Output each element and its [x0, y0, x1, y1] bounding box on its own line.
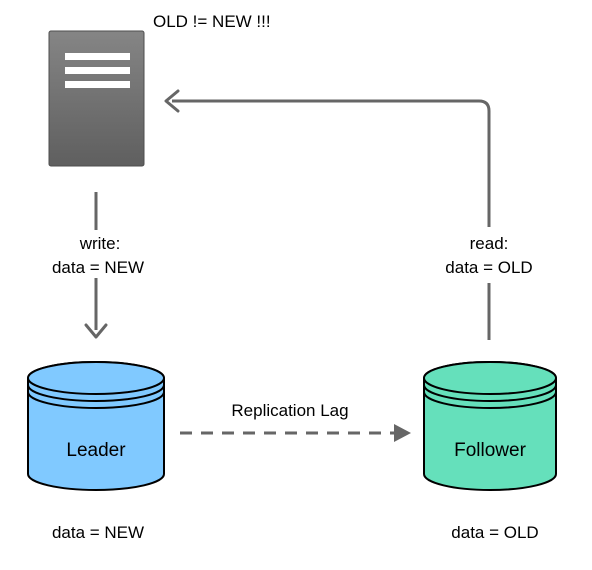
- write-label-line2: data = NEW: [52, 258, 144, 277]
- follower-cylinder-ring-1: [423, 384, 557, 402]
- leader-label: Leader: [66, 440, 126, 461]
- follower-data-text: data = OLD: [451, 523, 538, 542]
- replication-edge: Replication Lag: [180, 401, 411, 442]
- read-label-line2: data = OLD: [445, 258, 532, 277]
- read-arrowhead: [164, 89, 180, 113]
- follower-database: Follower: [423, 361, 557, 491]
- replication-arrowhead: [394, 424, 411, 442]
- read-edge: read: data = OLD: [164, 89, 533, 340]
- write-edge: write: data = NEW: [52, 192, 144, 339]
- client-server-node: [48, 30, 145, 167]
- read-arrow-line: [172, 99, 491, 340]
- follower-cylinder-ring-2: [423, 391, 557, 409]
- read-label-line1: read:: [470, 234, 509, 253]
- leader-cylinder-top: [27, 361, 165, 395]
- leader-data-text: data = NEW: [52, 523, 144, 542]
- leader-cylinder-ring-2: [27, 391, 165, 409]
- leader-cylinder-ring-1: [27, 384, 165, 402]
- follower-cylinder-top: [423, 361, 557, 395]
- write-arrowhead: [84, 323, 108, 339]
- replication-label: Replication Lag: [231, 401, 348, 420]
- server-slot-3: [65, 81, 130, 88]
- server-slot-1: [65, 53, 130, 60]
- write-label-line1: write:: [79, 234, 121, 253]
- server-slot-2: [65, 67, 130, 74]
- follower-label: Follower: [454, 440, 526, 461]
- client-status-text: OLD != NEW !!!: [153, 12, 271, 31]
- server-icon: [48, 30, 145, 167]
- leader-database: Leader: [27, 361, 165, 491]
